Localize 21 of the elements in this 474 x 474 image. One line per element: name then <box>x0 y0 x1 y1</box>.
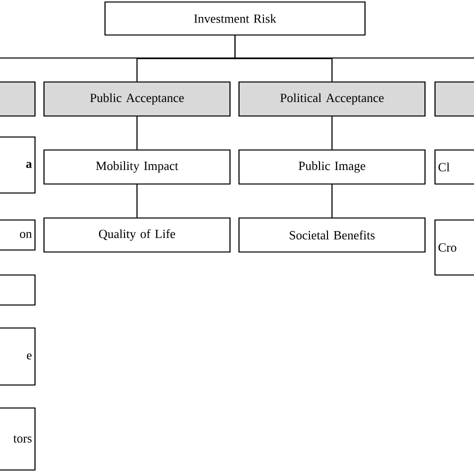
category-box: a <box>0 136 36 194</box>
connector-line <box>331 116 333 150</box>
category-box: tors <box>0 407 36 471</box>
category-box: e <box>0 327 36 386</box>
category-box: Societal Benefits <box>238 217 426 253</box>
category-box: Investment Risk <box>104 1 366 36</box>
header-box <box>434 81 474 117</box>
category-box: Cl <box>434 149 474 185</box>
category-box <box>0 274 36 306</box>
category-box: Public Image <box>238 149 426 185</box>
category-box: on <box>0 219 36 251</box>
connector-line <box>136 116 138 150</box>
category-box: Cro <box>434 219 474 276</box>
header-box: Public Acceptance <box>43 81 231 117</box>
category-box: Quality of Life <box>43 217 231 253</box>
header-box: Political Acceptance <box>238 81 426 117</box>
connector-line <box>234 36 333 82</box>
header-box <box>0 81 36 117</box>
connector-line <box>331 184 333 218</box>
connector-line <box>136 184 138 218</box>
category-box: Mobility Impact <box>43 149 231 185</box>
